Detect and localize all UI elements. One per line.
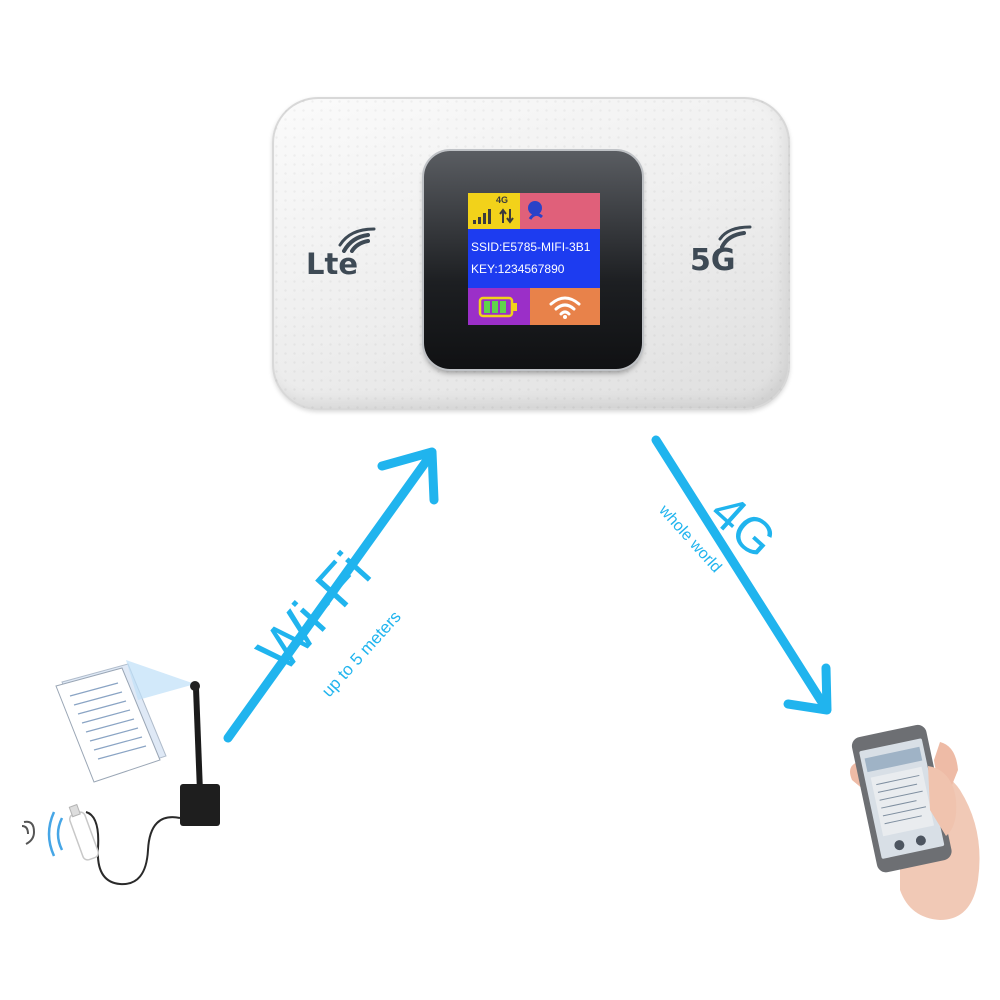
- lte-badge-label: Lte: [306, 247, 359, 281]
- signal-panel: 4G: [468, 193, 520, 229]
- cellular-arrow-shaft: [651, 435, 830, 712]
- carrier-panel: [520, 193, 600, 229]
- camera-view-beam: [126, 660, 195, 700]
- 5g-badge: 5G: [690, 243, 736, 278]
- camera-module: [180, 784, 220, 826]
- network-type: 4G: [496, 195, 509, 205]
- usb-cable: [85, 811, 181, 886]
- wifi-arrow-shaft: [223, 451, 435, 743]
- data-transfer-icon: [499, 208, 514, 224]
- camera-cable-stalk: [193, 687, 203, 793]
- 5g-badge-label: 5G: [690, 243, 736, 278]
- signal-bars-icon: [473, 209, 491, 224]
- router-display: 4G SSID:E5785-MIFI-3B1 KEY:1234567890: [468, 193, 600, 325]
- mobile-router: Lte 5G 4G: [272, 97, 790, 410]
- credentials-panel: SSID:E5785-MIFI-3B1 KEY:1234567890: [468, 229, 600, 288]
- ear-icon: [21, 820, 36, 845]
- camera-lens-icon: [190, 681, 200, 691]
- lte-badge: Lte: [306, 247, 358, 281]
- thumb-icon: [928, 766, 957, 836]
- smartphone-icon: [851, 724, 952, 873]
- wifi-icon: [549, 296, 581, 319]
- document-icon: [55, 663, 167, 783]
- 5g-signal-icon: [718, 225, 752, 249]
- battery-icon: [478, 296, 517, 318]
- usb-dongle-icon: [68, 803, 100, 861]
- ssid-text: SSID:E5785-MIFI-3B1: [471, 240, 591, 254]
- battery-panel: [468, 288, 530, 325]
- wifi-status-panel: [530, 288, 600, 325]
- key-text: KEY:1234567890: [471, 262, 565, 276]
- router-display-bezel: 4G SSID:E5785-MIFI-3B1 KEY:1234567890: [424, 151, 642, 369]
- wifi-arrow-head: [377, 447, 439, 505]
- lte-signal-icon: [338, 227, 376, 253]
- carrier-logo-icon: [528, 201, 543, 220]
- sound-waves-icon: [47, 811, 64, 857]
- cellular-arrow-head: [783, 663, 832, 715]
